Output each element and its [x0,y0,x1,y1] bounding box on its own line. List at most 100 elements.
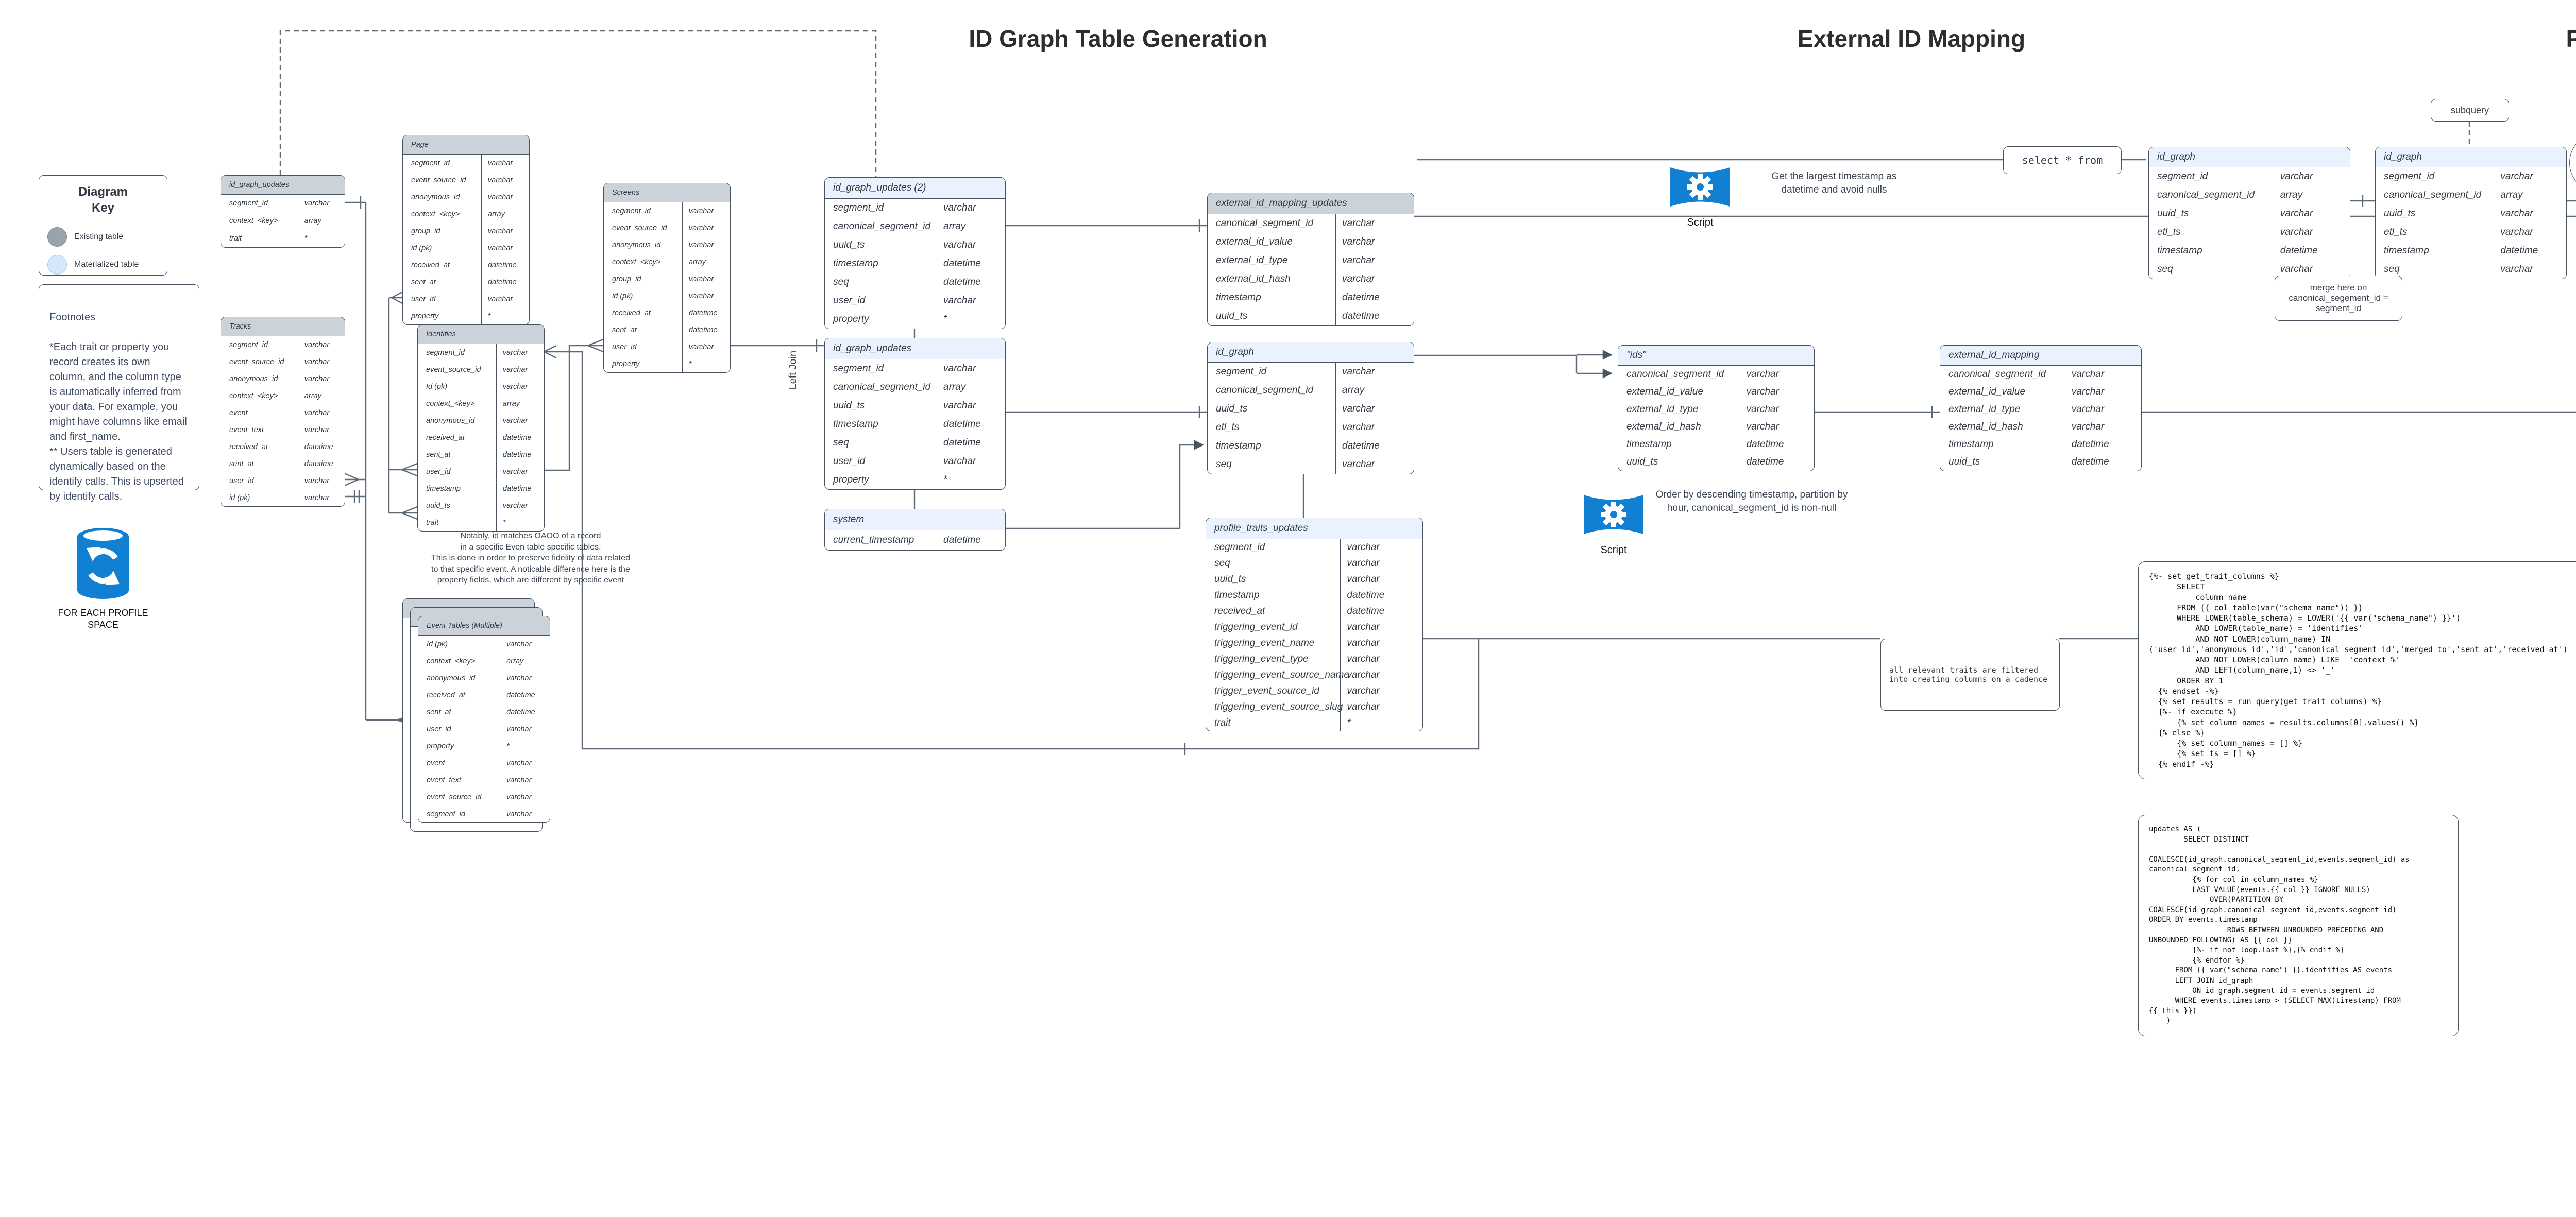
column-name: user_id [833,295,866,306]
column-type: varchar [496,412,544,429]
column-name: id (pk) [411,244,432,252]
table-column-row: context_<key>array [221,387,345,404]
column-type: datetime [937,254,1005,273]
footnotes-box[interactable]: Footnotes *Each trait or property you re… [39,284,199,502]
script-shape-1[interactable]: Script [1669,161,1731,229]
column-name: property [833,314,869,324]
select-from-box[interactable]: select * from [2003,146,2122,174]
table-column-row: property* [418,738,550,755]
column-name: timestamp [1948,439,1994,450]
column-type: varchar [297,421,345,438]
column-type: varchar [2494,167,2566,186]
column-name: event_source_id [229,357,284,366]
column-type: varchar [496,361,544,378]
table-column-row: event_source_id varchar [221,353,345,370]
column-name: timestamp [1626,439,1672,450]
column-type: varchar [1340,571,1422,587]
column-name: triggering_event_source_slug [1214,701,1343,712]
column-type: varchar [2494,260,2566,279]
column-name: uuid_ts [2157,208,2189,219]
column-type: varchar [297,336,345,353]
column-type: varchar [496,344,544,361]
column-type: varchar [1335,214,1414,233]
column-type: * [1340,715,1422,731]
column-name: external_id_value [1948,386,2025,397]
column-name: property [612,359,640,368]
column-name: received_at [411,261,450,269]
column-type: varchar [297,353,345,370]
column-type: varchar [682,338,730,355]
table-title: system [833,514,865,525]
table-title: id_graph [1216,347,1254,357]
column-type: varchar [481,172,529,188]
column-type: varchar [1739,418,1814,436]
column-type: datetime [1335,288,1414,307]
traits-note-box[interactable]: all relevant traits are filtered into cr… [1880,639,2060,711]
updates-cte-code-block[interactable]: updates AS ( SELECT DISTINCT COALESCE(id… [2138,815,2459,1036]
column-name: property [427,742,454,750]
for-each-profile-space[interactable]: FOR EACH PROFILE SPACE [44,524,162,631]
table-title: "ids" [1626,350,1646,361]
column-type: datetime [1335,307,1414,325]
table-column-row: context_<key>array [604,253,730,270]
column-type: varchar [500,755,550,772]
column-type: * [937,310,1005,329]
column-type: varchar [1340,539,1422,555]
trait-columns-code-block[interactable]: {%- set get_trait_columns %} SELECT colu… [2138,561,2576,779]
merge-note-box[interactable]: merge here on canonical_segement_id = se… [2275,276,2402,321]
column-name: segment_id [2384,171,2435,182]
column-name: anonymous_id [229,374,278,383]
subquery-box[interactable]: subquery [2431,99,2509,122]
column-type: * [481,307,529,324]
script-shape-2[interactable]: Script [1583,488,1645,556]
column-type: varchar [496,378,544,395]
column-name: received_at [427,691,465,699]
column-type: varchar [937,292,1005,310]
column-type: varchar [2064,366,2141,383]
column-name: canonical_segment_id [833,221,931,232]
script-label: Script [1687,217,1714,228]
diagram-key[interactable]: Diagram Key Existing table Materialized … [39,175,167,276]
column-name: timestamp [1214,589,1260,601]
table-title: id_graph [2384,151,2422,162]
column-name: uuid_ts [1216,403,1248,414]
column-type: datetime [2064,453,2141,471]
database-sync-icon [77,528,129,599]
table-title: id_graph_updates [833,343,912,354]
column-name: event_source_id [427,793,482,801]
